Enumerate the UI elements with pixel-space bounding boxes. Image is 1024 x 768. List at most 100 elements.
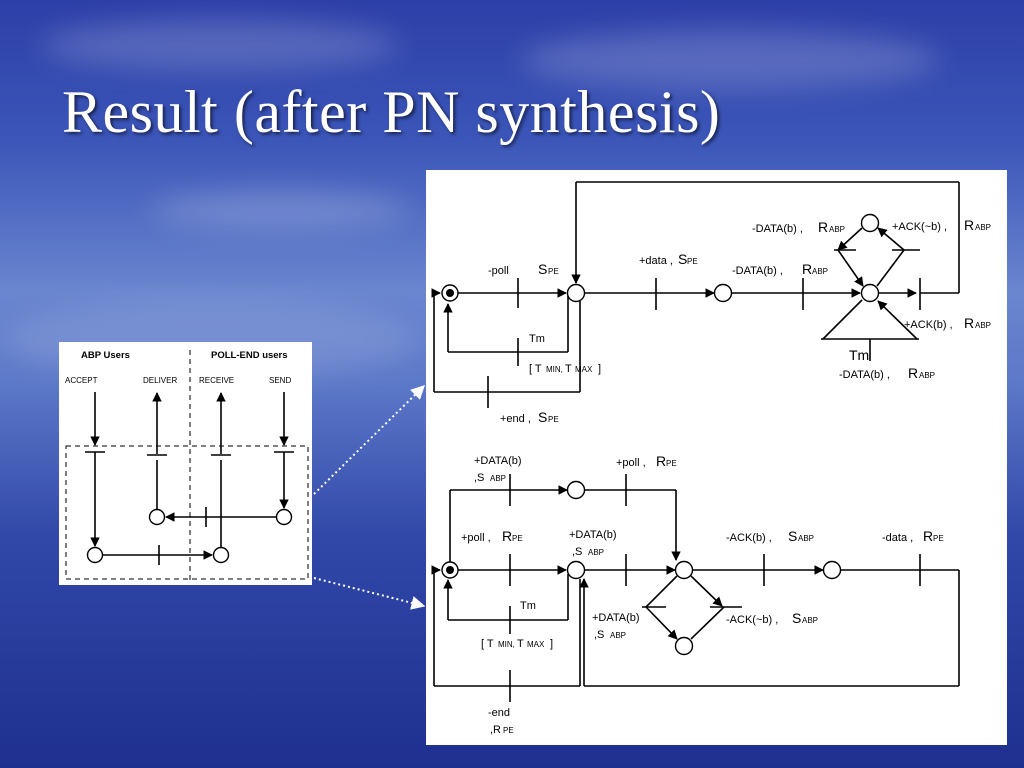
top-petri-net: -poll S PE +data , S PE -DATA(b) , R ABP… xyxy=(431,181,991,425)
label-abp: ABP xyxy=(812,267,828,276)
svg-text:ABP: ABP xyxy=(798,534,814,543)
label-tm: Tm xyxy=(520,600,536,612)
label-tm: Tm xyxy=(849,347,869,363)
svg-text:MIN,: MIN, xyxy=(546,365,563,374)
label-s: S xyxy=(538,409,547,425)
slide-title: Result (after PN synthesis) xyxy=(62,79,721,145)
svg-text:PE: PE xyxy=(933,534,944,543)
label-rpe: R PE xyxy=(923,528,944,544)
svg-text:ABP: ABP xyxy=(588,548,604,557)
cloud-streak xyxy=(150,190,410,230)
arc xyxy=(876,249,905,287)
label-data-b: -DATA(b) , xyxy=(732,265,783,277)
label-poll-plus: +poll , xyxy=(461,532,491,544)
poll-end-users-header: POLL-END users xyxy=(211,350,288,361)
svg-text:[ T: [ T xyxy=(481,638,494,650)
synthesized-petri-nets: -poll S PE +data , S PE -DATA(b) , R ABP… xyxy=(426,170,1007,745)
place-accepted xyxy=(86,546,104,564)
receive-label: RECEIVE xyxy=(199,376,234,385)
label-ack-notb: +ACK(~b) , xyxy=(892,221,947,233)
label-r: R xyxy=(818,219,828,235)
label-s: S xyxy=(538,261,547,277)
bottom-petri-net: +DATA(b) ,S ABP +poll , R PE +poll , R P… xyxy=(431,453,960,736)
label-rpe: R PE xyxy=(502,528,523,544)
label-data-plus: +data , xyxy=(639,255,673,267)
label-abp: ABP xyxy=(919,371,935,380)
place-sent xyxy=(275,508,293,526)
svg-text:ABP: ABP xyxy=(802,616,818,625)
label-data-b: +DATA(b) xyxy=(474,455,522,467)
place-ack-wait xyxy=(860,213,880,233)
label-pe: PE xyxy=(548,415,559,424)
label-pe: PE xyxy=(548,267,559,276)
abp-users-diagram: ABP Users POLL-END users ACCEPT DELIVER … xyxy=(59,342,312,585)
label-interval: [ T MIN, T MAX ] xyxy=(529,363,601,375)
send-label: SEND xyxy=(269,376,291,385)
svg-text:R: R xyxy=(923,528,933,544)
svg-text:R: R xyxy=(502,528,512,544)
label-data-b: +DATA(b) xyxy=(592,612,640,624)
arc xyxy=(822,299,863,340)
label-data-b: -DATA(b) , xyxy=(839,369,890,381)
abp-users-svg: ABP Users POLL-END users ACCEPT DELIVER … xyxy=(65,350,309,580)
svg-text:ABP: ABP xyxy=(610,631,626,640)
connector-to-bottom-net xyxy=(313,577,426,610)
token xyxy=(446,289,454,297)
label-r: R xyxy=(964,315,974,331)
place-sender xyxy=(860,283,880,303)
label-pe: PE xyxy=(687,257,698,266)
svg-text:PE: PE xyxy=(666,459,677,468)
cloud-streak xyxy=(520,30,940,90)
svg-text:T: T xyxy=(517,638,524,650)
arc xyxy=(690,575,723,607)
svg-text:S: S xyxy=(792,610,801,626)
svg-text:PE: PE xyxy=(512,534,523,543)
label-sabp: ,S ABP xyxy=(594,629,626,641)
label-rpe: ,R PE xyxy=(490,724,514,736)
arc xyxy=(837,249,864,287)
place-polled xyxy=(566,283,586,303)
label-poll: -poll xyxy=(488,265,509,277)
label-ack-b: -ACK(b) , xyxy=(726,532,772,544)
arc xyxy=(877,300,918,340)
label-rpe: R PE xyxy=(656,453,677,469)
deliver-label: DELIVER xyxy=(143,376,177,385)
label-r: R xyxy=(908,365,918,381)
label-s: S xyxy=(678,251,687,267)
place-diamond-bottom xyxy=(674,636,694,656)
label-ack-b: +ACK(b) , xyxy=(904,319,953,331)
svg-text:[ T: [ T xyxy=(529,363,542,375)
label-data-minus: -data , xyxy=(882,532,913,544)
svg-text:,S: ,S xyxy=(474,472,484,484)
label-sabp: ,S ABP xyxy=(474,472,506,484)
svg-text:MIN,: MIN, xyxy=(498,640,515,649)
place-deliver xyxy=(148,508,166,526)
place-receiver xyxy=(674,560,694,580)
cloud-streak xyxy=(40,20,400,70)
abp-users-header: ABP Users xyxy=(81,350,130,361)
place-data xyxy=(713,283,733,303)
svg-text:]: ] xyxy=(598,363,601,375)
label-tm: Tm xyxy=(529,333,545,345)
connector-to-top-net xyxy=(313,385,425,495)
svg-text:T: T xyxy=(565,363,572,375)
arc xyxy=(877,227,905,251)
svg-text:]: ] xyxy=(550,638,553,650)
place-received xyxy=(212,546,230,564)
label-data-b: -DATA(b) , xyxy=(752,223,803,235)
svg-text:S: S xyxy=(788,528,797,544)
place-data-received xyxy=(566,480,586,500)
label-ack-notb: -ACK(~b) , xyxy=(726,614,778,626)
svg-text:R: R xyxy=(656,453,666,469)
place-polled xyxy=(566,560,586,580)
label-end: +end , xyxy=(500,413,531,425)
svg-text:MAX: MAX xyxy=(575,365,593,374)
svg-text:MAX: MAX xyxy=(527,640,545,649)
token xyxy=(446,566,454,574)
system-boundary xyxy=(65,445,309,580)
arc xyxy=(645,606,678,640)
label-abp: ABP xyxy=(975,223,991,232)
label-r: R xyxy=(802,261,812,277)
svg-text:,R: ,R xyxy=(490,724,501,736)
